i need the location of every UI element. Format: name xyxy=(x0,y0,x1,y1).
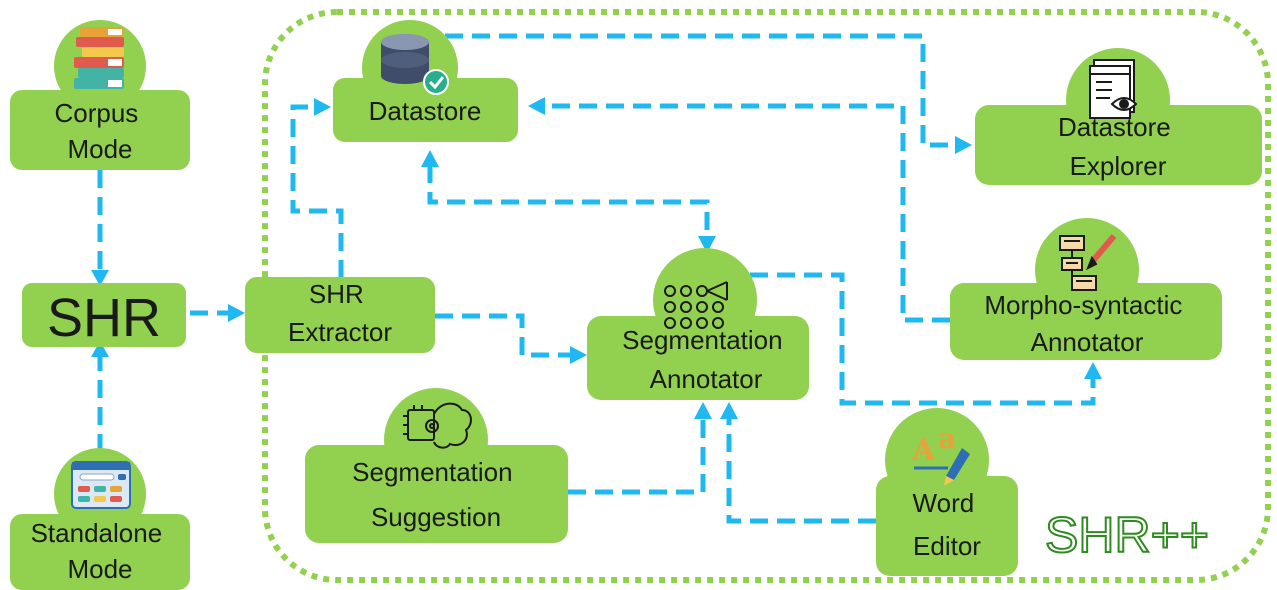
svg-text:SHR Extractor: SHR Extractor xyxy=(288,279,392,347)
node-shr: SHR xyxy=(22,283,186,348)
arrowhead xyxy=(314,98,331,116)
shr-extractor-label-line1: SHR xyxy=(309,279,364,309)
arrowhead xyxy=(91,341,109,357)
svg-text:Morpho-syntactic Annotat: Morpho-syntactic Annotator xyxy=(984,290,1189,357)
standalone-mode-label-line1: Standalone xyxy=(31,518,163,548)
arrowhead xyxy=(955,136,972,154)
segmentation-annotator-label-line1: Segmentation xyxy=(622,325,782,355)
svg-text:Segmentation Suggestion: Segmentation Suggestion xyxy=(352,457,520,532)
svg-text:a: a xyxy=(938,422,956,455)
svg-text:Datastore Explorer: Datastore Explorer xyxy=(1058,112,1178,181)
node-standalone-mode: Standalone Mode xyxy=(10,448,190,590)
web-app-icon xyxy=(71,461,131,509)
flow-editor-to-annotator xyxy=(726,417,876,524)
arrowhead xyxy=(694,402,712,419)
arrowhead xyxy=(720,402,738,419)
font-edit-icon: A a xyxy=(911,422,970,486)
arrowhead xyxy=(528,97,545,115)
svg-text:Corpus Mode: Corpus Mode xyxy=(54,98,145,164)
network-graph-icon xyxy=(664,281,728,329)
ai-brain-chip-icon xyxy=(403,402,472,449)
svg-text:A: A xyxy=(911,433,936,468)
node-datastore-explorer: Datastore Explorer xyxy=(975,48,1262,185)
segmentation-suggestion-label-line1: Segmentation xyxy=(352,457,512,487)
flow-extractor-to-datastore xyxy=(290,104,344,278)
segmentation-suggestion-label-line2: Suggestion xyxy=(371,502,501,532)
svg-text:Standalone Mode: Standalone Mode xyxy=(31,518,170,584)
svg-text:Segmentation Annotator: Segmentation Annotator xyxy=(622,325,790,394)
corpus-mode-label-line2: Mode xyxy=(67,134,132,164)
flow-suggestion-to-annotator xyxy=(568,417,706,495)
database-check-icon xyxy=(381,34,449,95)
arrowhead xyxy=(421,150,439,167)
shr-extractor-label-line2: Extractor xyxy=(288,317,392,347)
word-editor-label-line2: Editor xyxy=(913,531,981,561)
morpho-syntactic-annotator-label-line2: Annotator xyxy=(1031,327,1144,357)
arrowhead xyxy=(570,346,587,364)
morpho-syntactic-annotator-label-line1: Morpho-syntactic xyxy=(984,290,1182,320)
flow-annotator-to-morpho xyxy=(750,272,1096,406)
datastore-explorer-label-line1: Datastore xyxy=(1058,112,1171,142)
corpus-mode-label-line1: Corpus xyxy=(54,98,138,128)
flow-datastore-to-explorer xyxy=(445,33,957,148)
document-eye-icon xyxy=(1089,59,1138,119)
arrowhead xyxy=(228,304,245,322)
annotation-pencil-icon xyxy=(1059,234,1117,291)
node-corpus-mode: Corpus Mode xyxy=(10,20,190,170)
node-segmentation-suggestion: Segmentation Suggestion xyxy=(305,388,568,543)
flow-extractor-to-annotator xyxy=(435,313,572,358)
flow-morpho-to-datastore xyxy=(543,103,950,323)
arrowhead xyxy=(698,236,716,253)
node-word-editor: A a Word Editor xyxy=(876,408,1018,576)
flow-datastore-annotator xyxy=(427,165,710,237)
system-label: SHR++ xyxy=(1045,507,1209,563)
flows xyxy=(91,33,1102,524)
datastore-label: Datastore xyxy=(369,96,482,126)
word-editor-label-line1: Word xyxy=(913,488,975,518)
node-segmentation-annotator: Segmentation Annotator xyxy=(587,248,809,400)
arrowhead xyxy=(1084,362,1102,379)
books-icon xyxy=(74,27,124,89)
node-morpho-syntactic-annotator: Morpho-syntactic Annotator xyxy=(950,218,1222,360)
arrowhead xyxy=(91,270,109,286)
standalone-mode-label-line2: Mode xyxy=(67,554,132,584)
datastore-explorer-label-line2: Explorer xyxy=(1070,151,1167,181)
shr-label: SHR xyxy=(47,288,161,348)
node-shr-extractor: SHR Extractor xyxy=(245,277,435,353)
node-datastore: Datastore xyxy=(333,20,518,142)
segmentation-annotator-label-line2: Annotator xyxy=(650,364,763,394)
svg-text:Word Editor: Word Editor xyxy=(913,488,982,561)
